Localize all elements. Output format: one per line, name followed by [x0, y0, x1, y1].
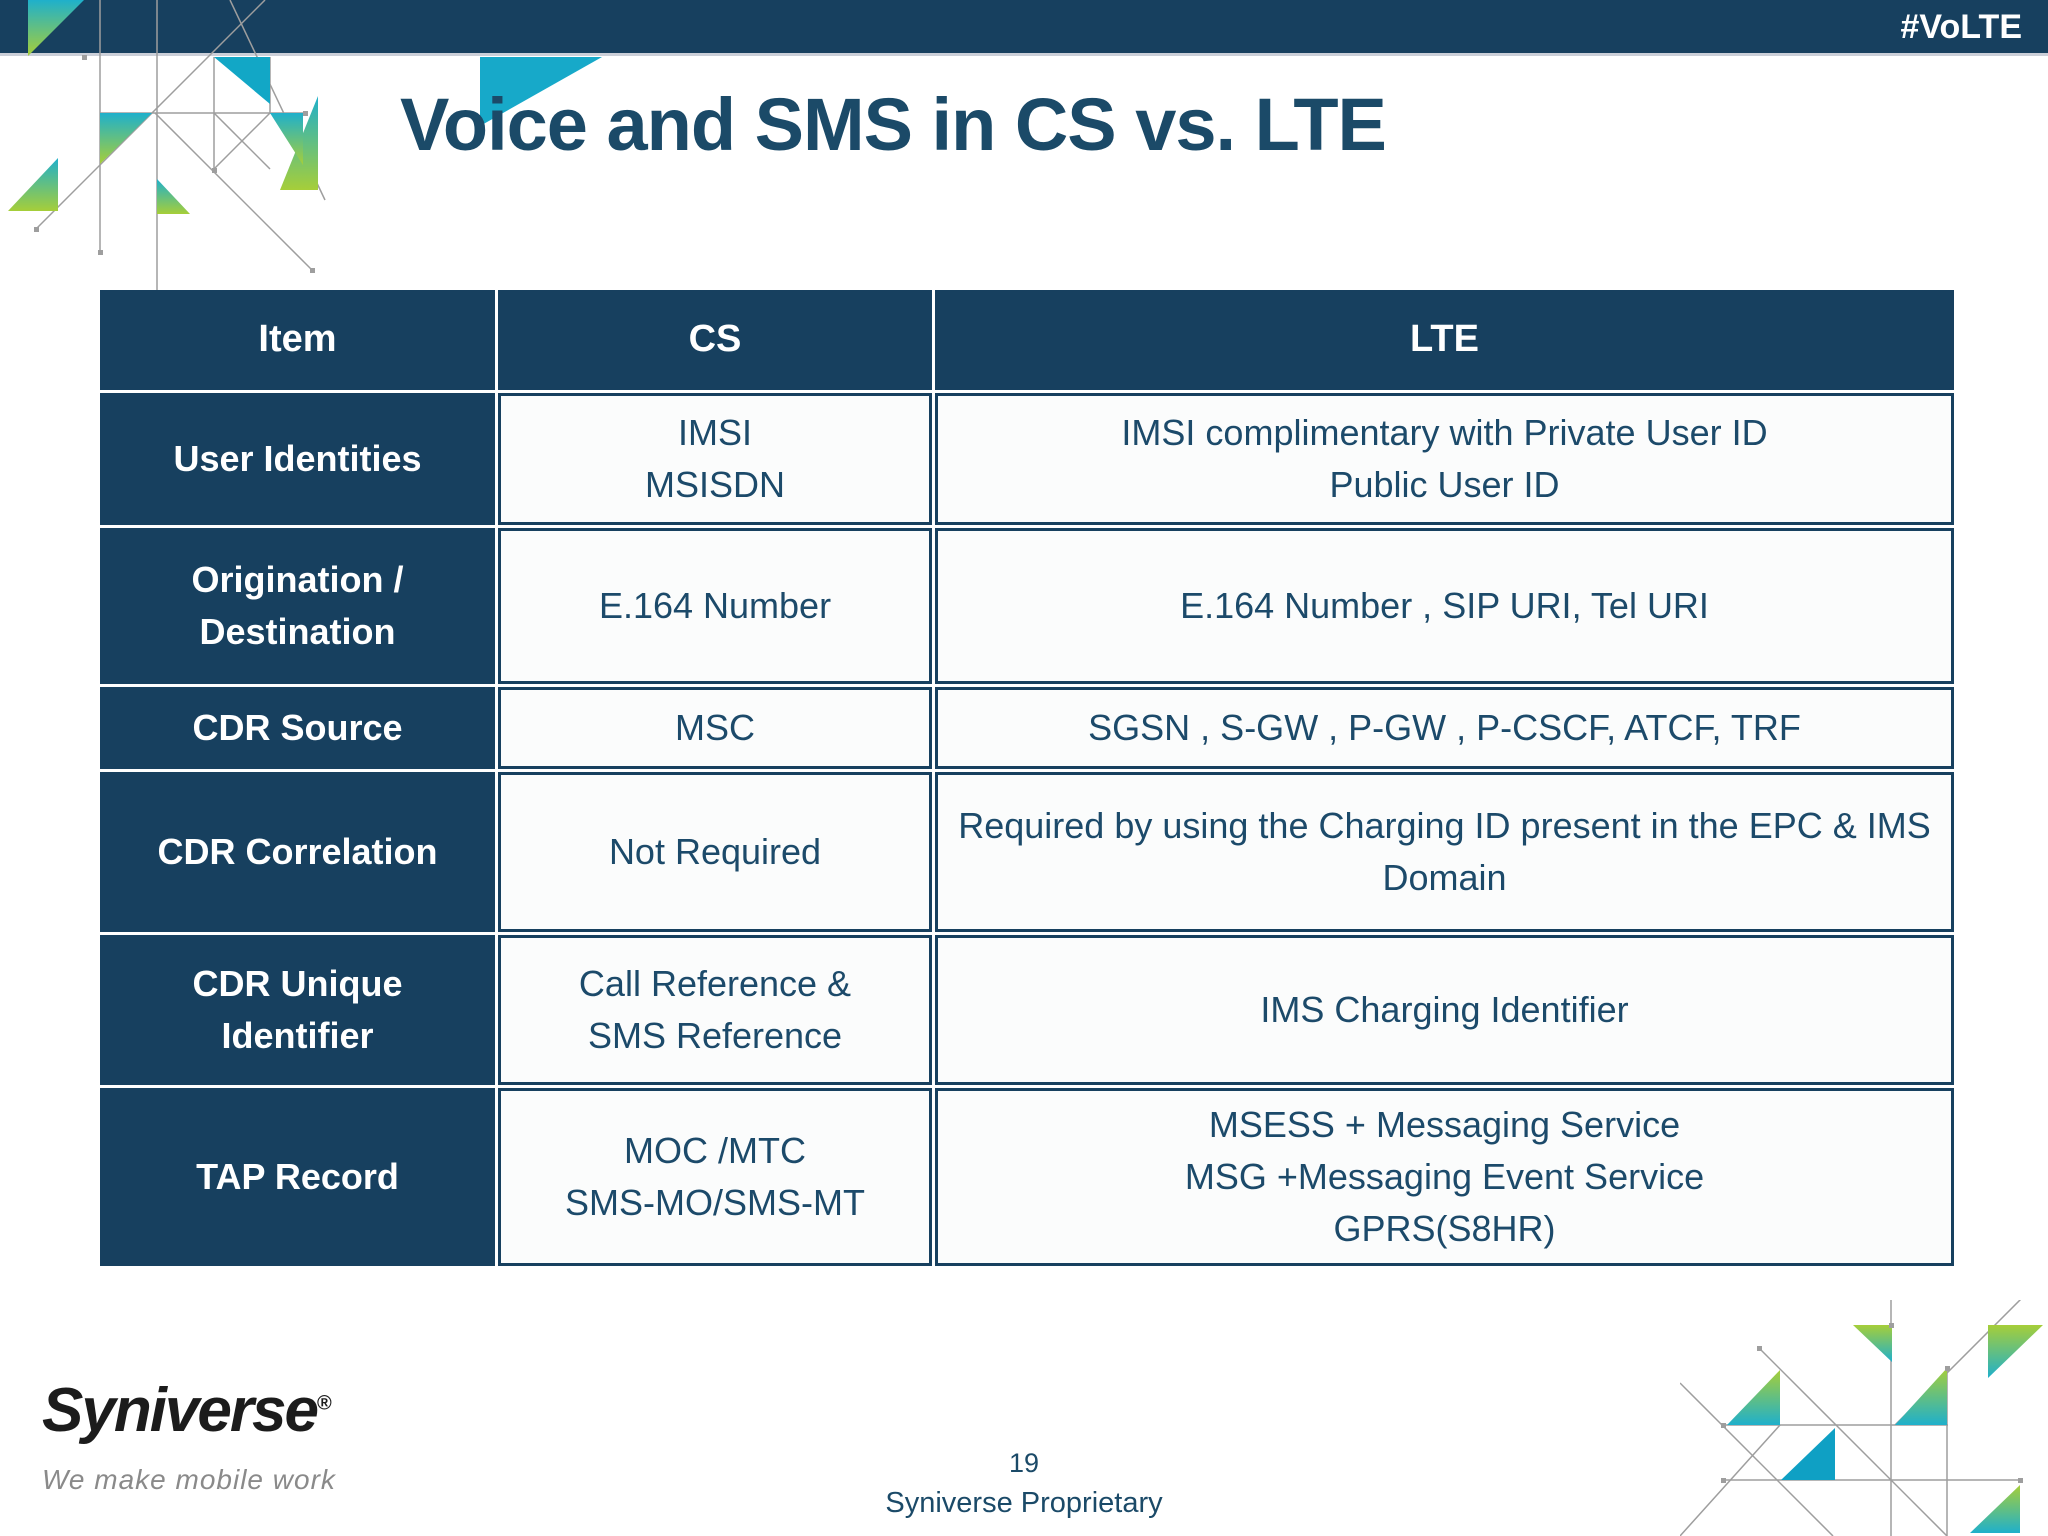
page-number: 19	[1008, 1448, 1040, 1478]
syniverse-logo-text: Syniverse®	[42, 1376, 332, 1445]
cell-lte-origination-destination: E.164 Number , SIP URI, Tel URI	[935, 528, 1954, 684]
cell-lte-tap-record: MSESS + Messaging Service MSG +Messaging…	[935, 1088, 1954, 1266]
row-label-cdr-correlation: CDR Correlation	[100, 772, 495, 932]
cell-cs-cdr-correlation: Not Required	[498, 772, 932, 932]
syniverse-logo: Syniverse® We make mobile work	[42, 1380, 336, 1496]
registered-mark: ®	[317, 1392, 332, 1415]
volte-hashtag: #VoLTE	[1900, 7, 2022, 46]
cell-lte-user-identities: IMSI complimentary with Private User ID …	[935, 393, 1954, 525]
cell-lte-cdr-unique-identifier: IMS Charging Identifier	[935, 935, 1954, 1085]
cell-cs-tap-record: MOC /MTC SMS-MO/SMS-MT	[498, 1088, 932, 1266]
syniverse-tagline: We make mobile work	[42, 1464, 336, 1495]
row-label-tap-record: TAP Record	[100, 1088, 495, 1266]
slide-title: Voice and SMS in CS vs. LTE	[400, 83, 1387, 166]
row-label-origination-destination: Origination / Destination	[100, 528, 495, 684]
cell-lte-cdr-correlation: Required by using the Charging ID presen…	[935, 772, 1954, 932]
comparison-table: Item CS LTE User Identities IMSI MSISDN …	[100, 290, 1954, 1266]
cell-cs-cdr-unique-identifier: Call Reference & SMS Reference	[498, 935, 932, 1085]
cell-cs-cdr-source: MSC	[498, 687, 932, 769]
table-header-lte: LTE	[935, 290, 1954, 390]
top-bar: #VoLTE	[0, 0, 2048, 56]
footer-center: 19 Syniverse Proprietary	[0, 1448, 2048, 1520]
cell-cs-user-identities: IMSI MSISDN	[498, 393, 932, 525]
row-label-cdr-unique-identifier: CDR Unique Identifier	[100, 935, 495, 1085]
row-label-user-identities: User Identities	[100, 393, 495, 525]
cell-cs-origination-destination: E.164 Number	[498, 528, 932, 684]
row-label-cdr-source: CDR Source	[100, 687, 495, 769]
proprietary-notice: Syniverse Proprietary	[885, 1487, 1163, 1519]
cell-lte-cdr-source: SGSN , S-GW , P-GW , P-CSCF, ATCF, TRF	[935, 687, 1954, 769]
table-header-cs: CS	[498, 290, 932, 390]
table-header-item: Item	[100, 290, 495, 390]
